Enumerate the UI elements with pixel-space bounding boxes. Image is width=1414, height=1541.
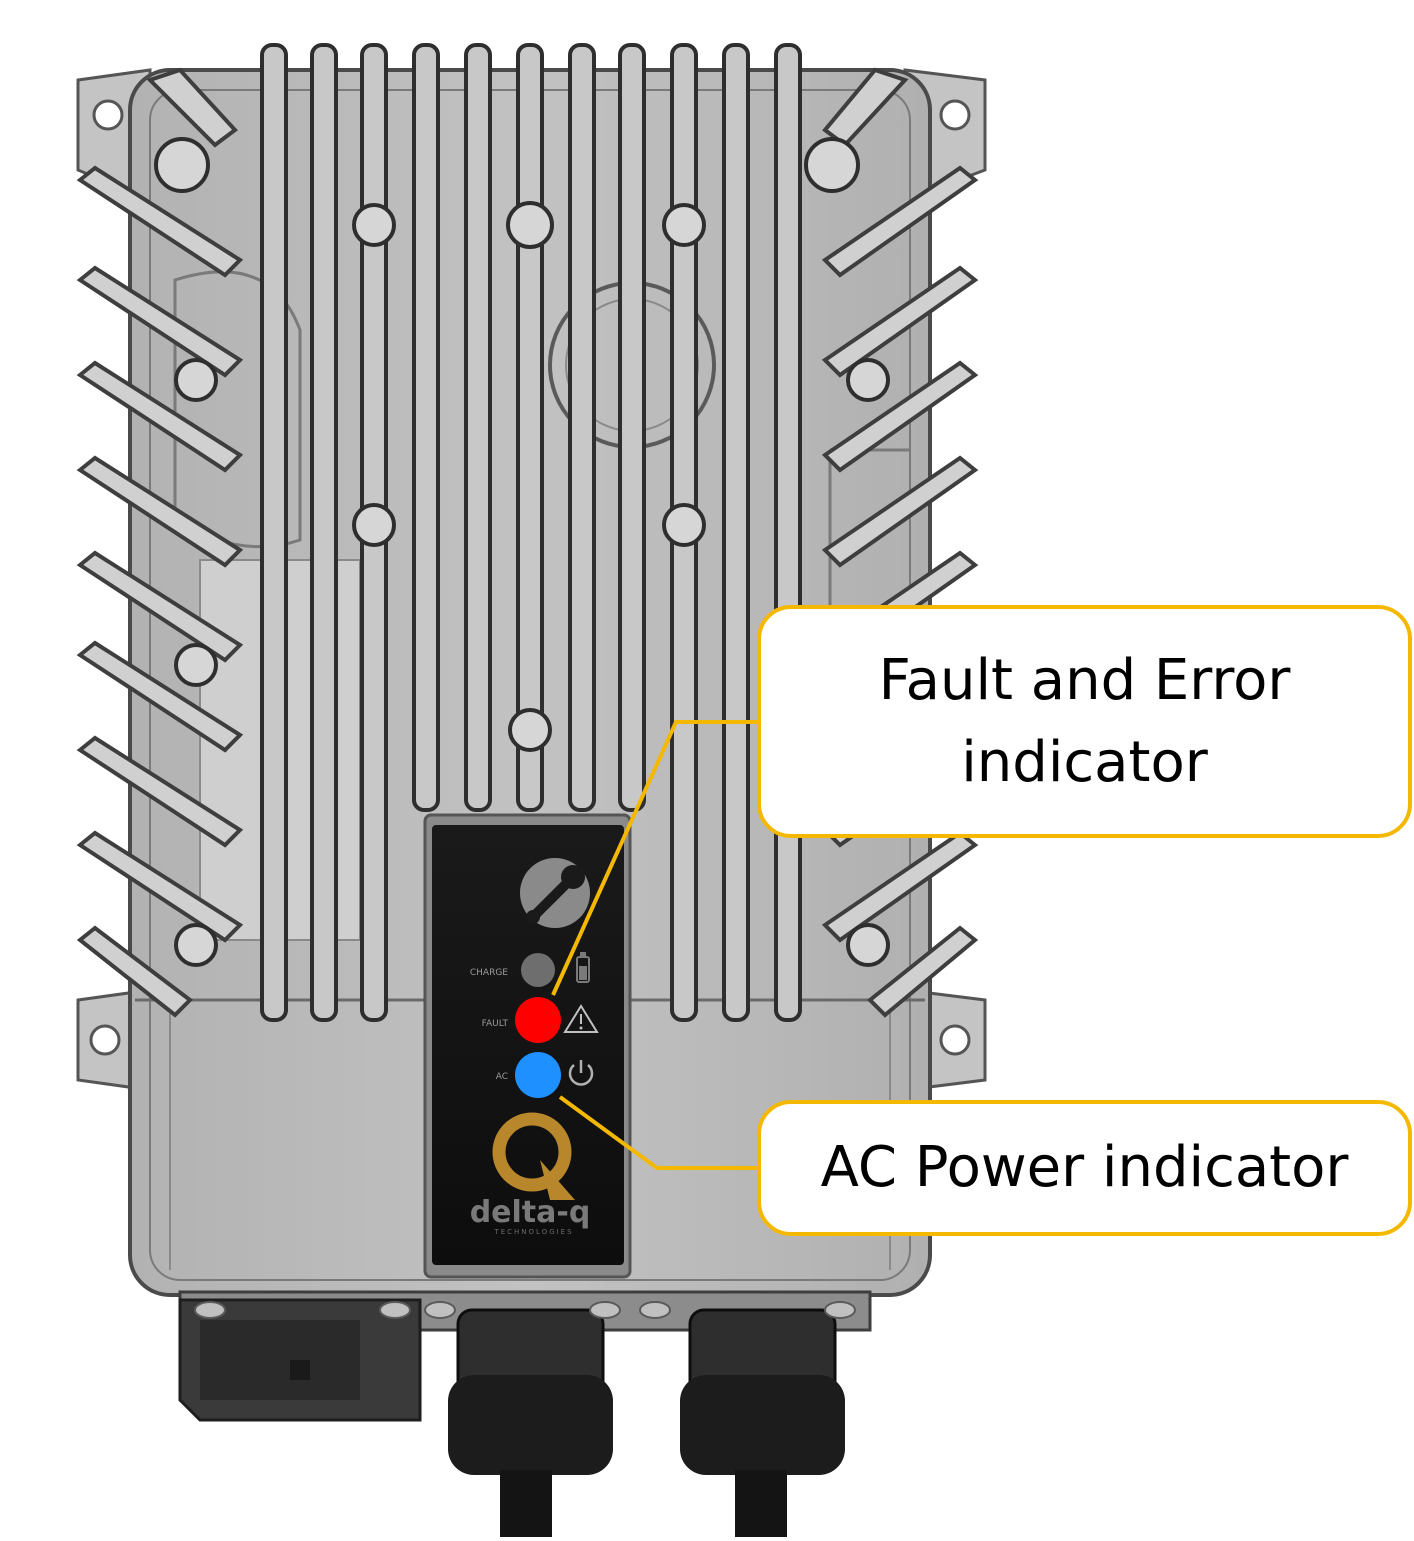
wrench-icon — [520, 858, 590, 928]
power-icon — [568, 1060, 594, 1086]
fault-callout-line2: indicator — [961, 729, 1208, 795]
indicator-panel: CHARGE FAULT AC delta-q TECHNOLOGIES — [423, 813, 632, 1279]
charge-label: CHARGE — [470, 968, 508, 978]
fault-callout: Fault and Error indicator — [757, 605, 1412, 838]
brand-name: delta-q — [470, 1195, 591, 1230]
fin-bosses — [154, 137, 890, 967]
fault-label: FAULT — [482, 1019, 509, 1029]
ac-label: AC — [496, 1072, 508, 1082]
brand-subtitle: TECHNOLOGIES — [493, 1228, 573, 1236]
top-fins — [260, 43, 802, 1022]
ac-led — [515, 1052, 561, 1098]
ac-leader-line — [558, 1095, 757, 1170]
bottom-connectors — [178, 1290, 872, 1537]
left-fins — [76, 67, 244, 1018]
warning-icon — [563, 1004, 599, 1033]
battery-icon — [576, 952, 590, 983]
charge-led — [521, 953, 555, 987]
ac-callout: AC Power indicator — [757, 1100, 1412, 1236]
delta-q-logo — [492, 1112, 575, 1200]
fault-leader-line — [551, 720, 757, 996]
ac-callout-text: AC Power indicator — [820, 1135, 1349, 1201]
fault-led — [515, 997, 561, 1043]
fault-callout-line1: Fault and Error — [878, 648, 1291, 714]
